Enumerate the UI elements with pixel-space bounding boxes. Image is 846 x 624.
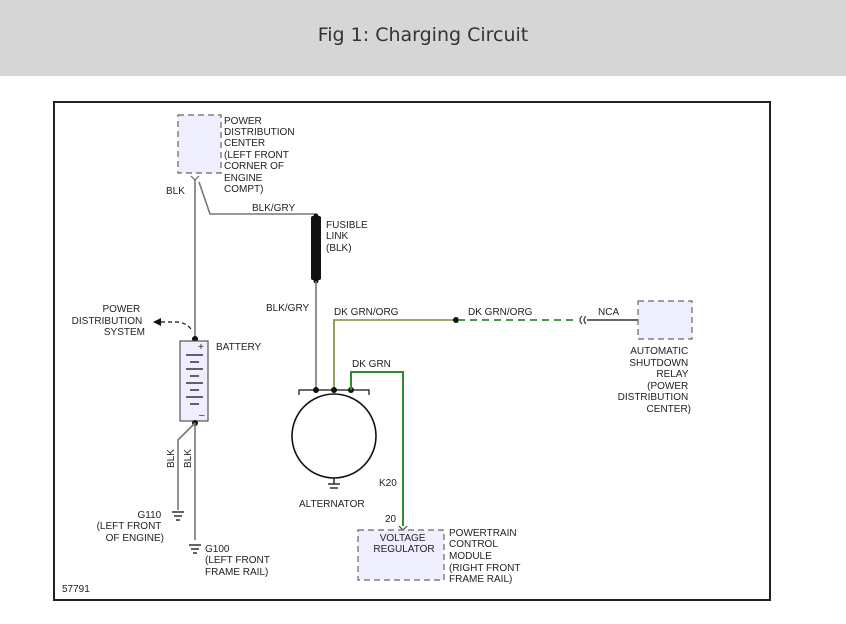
- battery-minus-sign: –: [199, 410, 205, 421]
- g100-ground-icon: [189, 544, 201, 554]
- battery-cells: [186, 354, 203, 405]
- blk-left-label: BLK: [166, 449, 177, 468]
- asd-relay-box: [637, 300, 693, 340]
- g100-label: G100 (LEFT FRONT FRAME RAIL): [205, 544, 272, 578]
- nca-label: NCA: [598, 307, 619, 318]
- battery-plus-sign: +: [198, 342, 204, 353]
- power-distribution-center-box: [177, 114, 222, 174]
- asd-relay-label: AUTOMATIC SHUTDOWN RELAY (POWER DISTRIBU…: [618, 346, 691, 415]
- alternator-label: ALTERNATOR: [299, 499, 365, 510]
- blk-gry-left-label: BLK/GRY: [266, 303, 309, 314]
- power-distribution-arrowhead: [153, 318, 161, 326]
- connector-symbol: [579, 315, 587, 325]
- blk-gry-wire-top: [198, 181, 316, 215]
- power-distribution-arrow: [161, 321, 193, 333]
- diagram-frame: [53, 101, 771, 601]
- blk-right-label: BLK: [183, 449, 194, 468]
- blk-gry-top-label: BLK/GRY: [252, 203, 295, 214]
- g110-ground-icon: [172, 511, 184, 521]
- pcm-box: [357, 529, 445, 581]
- power-distribution-system-label: POWER DISTRIBUTION SYSTEM: [72, 304, 145, 338]
- figure-header: Fig 1: Charging Circuit: [0, 0, 846, 76]
- battery-label: BATTERY: [216, 342, 262, 353]
- blk-top-label: BLK: [166, 186, 185, 197]
- pdc-label: POWER DISTRIBUTION CENTER (LEFT FRONT CO…: [224, 116, 297, 195]
- figure-title: Fig 1: Charging Circuit: [317, 24, 529, 46]
- alternator-ground-icon: [328, 478, 340, 489]
- fusible-link-top-node: [313, 213, 319, 219]
- voltage-regulator-label: VOLTAGE REGULATOR: [373, 533, 434, 555]
- blk-wire-g110: [177, 422, 196, 510]
- dk-grn-org-left-label: DK GRN/ORG: [334, 307, 399, 318]
- figure-number: 57791: [62, 584, 90, 595]
- k20-label: K20: [379, 478, 397, 489]
- fusible-link: [311, 216, 321, 280]
- pcm-label: POWERTRAIN CONTROL MODULE (RIGHT FRONT F…: [449, 528, 523, 585]
- alternator-b-plus-node: [313, 387, 319, 393]
- alternator-icon: [291, 393, 377, 479]
- dk-grn-org-wire: [333, 319, 456, 390]
- g110-label: G110 (LEFT FRONT OF ENGINE): [97, 510, 164, 544]
- splice-node: [453, 317, 459, 323]
- alternator-field-node: [331, 387, 337, 393]
- pin-20-label: 20: [385, 514, 397, 525]
- fusible-link-label: FUSIBLE LINK (BLK): [326, 220, 370, 254]
- battery-body: [179, 340, 209, 422]
- dk-grn-label: DK GRN: [352, 359, 391, 370]
- dk-grn-org-right-label: DK GRN/ORG: [468, 307, 533, 318]
- dk-grn-wire: [350, 371, 404, 526]
